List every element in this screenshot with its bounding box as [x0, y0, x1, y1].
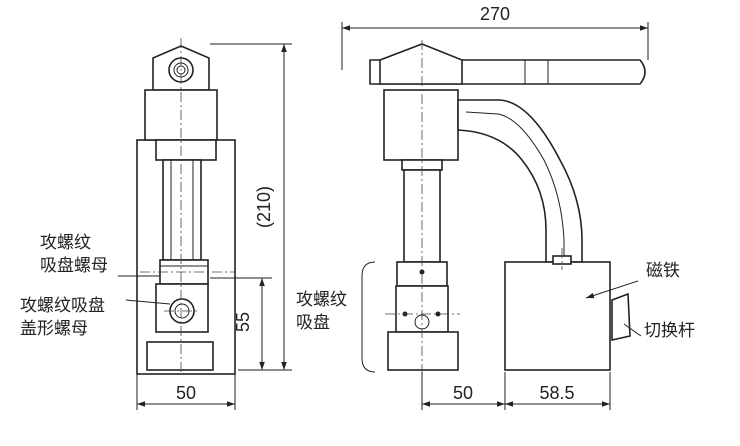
magnet-block: [504, 261, 611, 371]
dim-overall-length: 270: [480, 4, 510, 24]
switch-lever: [611, 292, 631, 341]
label-magnet: 磁铁: [646, 261, 680, 280]
dim-front-width: 50: [176, 383, 196, 403]
dim-height-55: 55: [233, 312, 253, 332]
side-view: [361, 40, 646, 373]
label-cap-nut-1: 攻螺纹吸盘: [20, 296, 105, 315]
front-shaft: [162, 159, 202, 261]
front-top-cap: [152, 45, 210, 91]
dim-height: (210): [254, 186, 274, 228]
side-disc-base: [387, 331, 459, 371]
label-tap-nut-1: 攻螺纹: [40, 233, 91, 252]
label-tap-nut-2: 吸盘螺母: [40, 256, 108, 275]
front-view: [136, 38, 236, 375]
label-tap-disc-2: 吸盘: [296, 313, 330, 332]
label-switch-lever: 切换杆: [644, 321, 695, 340]
front-collar: [155, 139, 217, 161]
label-tap-disc-1: 攻螺纹: [296, 290, 347, 309]
dim-side-width: 50: [453, 383, 473, 403]
side-arm-bracket: [457, 99, 583, 263]
front-base-foot: [146, 341, 214, 371]
dim-magnet-width: 58.5: [539, 383, 574, 403]
side-top-cap: [379, 43, 463, 85]
side-upper-housing: [383, 89, 459, 161]
front-cap-nut-block: [155, 283, 209, 333]
dimensions: 270 (210) 55 50 50 58.5: [136, 4, 649, 410]
label-cap-nut-2: 盖形螺母: [20, 319, 88, 338]
callouts: 攻螺纹 吸盘螺母 攻螺纹吸盘 盖形螺母 攻螺纹 吸盘 磁铁 切换杆: [20, 233, 695, 340]
